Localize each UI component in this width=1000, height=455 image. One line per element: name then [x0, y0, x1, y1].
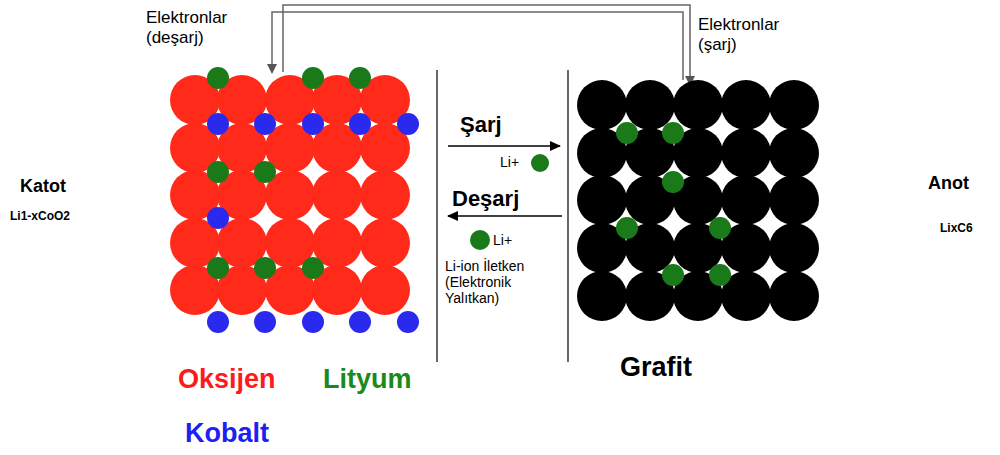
lithium-atom — [709, 264, 731, 286]
carbon-atom — [673, 80, 723, 130]
material-label: Grafit — [620, 352, 740, 383]
separator-line — [567, 70, 568, 362]
process-label: Deşarj — [452, 186, 562, 211]
lithium-atom — [254, 257, 276, 279]
cobalt-atom — [302, 113, 324, 135]
ion-label: Li+ — [493, 232, 533, 248]
lithium-ion — [470, 230, 490, 250]
carbon-atom — [577, 271, 627, 321]
graphite-lattice — [577, 80, 819, 321]
carbon-atom — [625, 80, 675, 130]
formula-label: Li1-xCoO2 — [10, 210, 110, 224]
carbon-atom — [721, 175, 771, 225]
carbon-atom — [769, 128, 819, 178]
cobalt-atom — [349, 311, 371, 333]
lithium-atom — [254, 161, 276, 183]
lithium-atom — [207, 161, 229, 183]
carbon-atom — [721, 128, 771, 178]
oxygen-lattice — [170, 75, 410, 315]
cobalt-atom — [397, 113, 419, 135]
lithium-atom — [616, 217, 638, 239]
lithium-atom — [616, 122, 638, 144]
cobalt-atoms — [207, 113, 419, 333]
lithium-atom — [709, 217, 731, 239]
cobalt-atom — [397, 311, 419, 333]
carbon-atom — [769, 80, 819, 130]
carbon-atom — [769, 271, 819, 321]
lithium-atom — [207, 257, 229, 279]
charge-arrow — [448, 145, 560, 147]
cobalt-atom — [254, 311, 276, 333]
oxygen-atom — [360, 218, 410, 268]
lithium-atom — [662, 264, 684, 286]
carbon-atom — [577, 175, 627, 225]
oxygen-atom — [360, 170, 410, 220]
cobalt-atom — [302, 311, 324, 333]
cobalt-atom — [207, 207, 229, 229]
electron-wire — [283, 5, 690, 84]
carbon-atom — [769, 223, 819, 273]
cobalt-atom — [207, 113, 229, 135]
carbon-atom — [721, 80, 771, 130]
lithium-atom — [207, 67, 229, 89]
electrode-label: Anot — [928, 173, 992, 194]
process-label: Şarj — [460, 112, 550, 137]
lithium-atom — [349, 67, 371, 89]
element-label: Lityum — [323, 364, 443, 395]
carbon-atom — [577, 80, 627, 130]
lithium-atom — [302, 67, 324, 89]
intercalated-lithium — [616, 122, 731, 286]
lithium-atom — [662, 122, 684, 144]
carbon-atom — [769, 175, 819, 225]
cobalt-atom — [207, 311, 229, 333]
cobalt-atom — [254, 113, 276, 135]
lithium-atom — [662, 171, 684, 193]
electron-label: Elektronlar (şarj) — [698, 15, 818, 54]
element-label: Kobalt — [185, 418, 315, 449]
electrode-label: Katot — [20, 176, 100, 197]
ion-label: Li+ — [500, 154, 534, 170]
cobalt-atom — [349, 113, 371, 135]
lithium-ion — [531, 154, 549, 172]
discharge-arrow — [448, 215, 562, 217]
element-label: Oksijen — [178, 364, 318, 395]
electron-label: Elektronlar (deşarj) — [146, 8, 270, 47]
formula-label: LixC6 — [940, 222, 992, 236]
separator-line — [436, 70, 437, 362]
electron-wire — [272, 12, 683, 80]
lithium-atom — [302, 257, 324, 279]
oxygen-atom — [312, 170, 362, 220]
lithium-atoms — [207, 67, 371, 279]
oxygen-atom — [360, 265, 410, 315]
electrolyte-label: Li-ion İletken (Elektronik Yalıtkan) — [445, 258, 561, 306]
